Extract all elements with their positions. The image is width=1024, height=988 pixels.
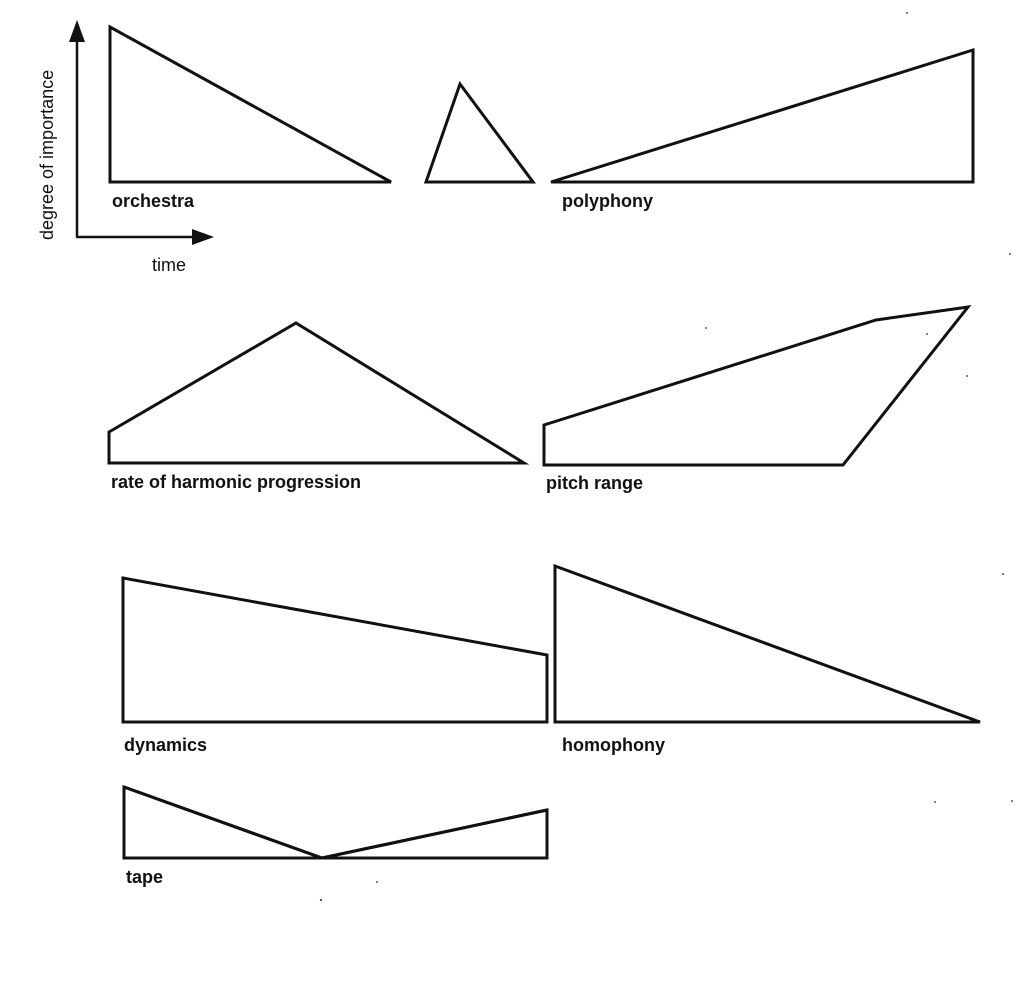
scan-speck xyxy=(1011,800,1013,802)
y-axis-label: degree of importance xyxy=(37,70,57,240)
panel-tape: tape xyxy=(122,784,549,887)
tape-contour xyxy=(123,785,548,860)
panel-dynamics: dynamics xyxy=(121,576,549,755)
scan-speck xyxy=(906,12,908,14)
y-axis-arrow-icon xyxy=(69,20,85,42)
panel-rate-of-harmonic-progression: rate of harmonic progression xyxy=(107,321,530,492)
pitch-range-shape xyxy=(542,304,972,467)
scan-speck xyxy=(1002,573,1004,575)
orchestra-shape-1 xyxy=(108,24,392,184)
scan-speck xyxy=(319,898,323,902)
rate-of-harmonic-progression-label: rate of harmonic progression xyxy=(111,472,361,492)
pitch-range-label: pitch range xyxy=(546,473,643,493)
panel-homophony: homophony xyxy=(553,563,981,755)
scan-speck xyxy=(966,375,968,377)
polyphony-shape xyxy=(550,47,975,184)
orchestra-label: orchestra xyxy=(112,191,195,211)
dynamics-label: dynamics xyxy=(124,735,207,755)
panel-orchestra: orchestra xyxy=(108,24,536,211)
panel-pitch-range: pitch range xyxy=(542,304,972,493)
scan-speck xyxy=(934,801,936,803)
scan-specks xyxy=(319,12,1013,902)
homophony-shape xyxy=(553,563,981,724)
rate-of-harmonic-progression-shape xyxy=(107,321,530,465)
axes-legend: degree of importance time xyxy=(37,20,214,275)
scan-speck xyxy=(705,327,707,329)
tape-label: tape xyxy=(126,867,163,887)
scan-speck xyxy=(926,333,928,335)
panel-polyphony: polyphony xyxy=(550,47,975,211)
dynamics-shape xyxy=(121,576,549,724)
x-axis-arrow-icon xyxy=(192,229,214,245)
homophony-label: homophony xyxy=(562,735,665,755)
scan-speck xyxy=(1009,253,1011,255)
scan-speck xyxy=(376,881,378,883)
x-axis-label: time xyxy=(152,255,186,275)
orchestra-shape-2 xyxy=(423,80,536,184)
polyphony-label: polyphony xyxy=(562,191,653,211)
